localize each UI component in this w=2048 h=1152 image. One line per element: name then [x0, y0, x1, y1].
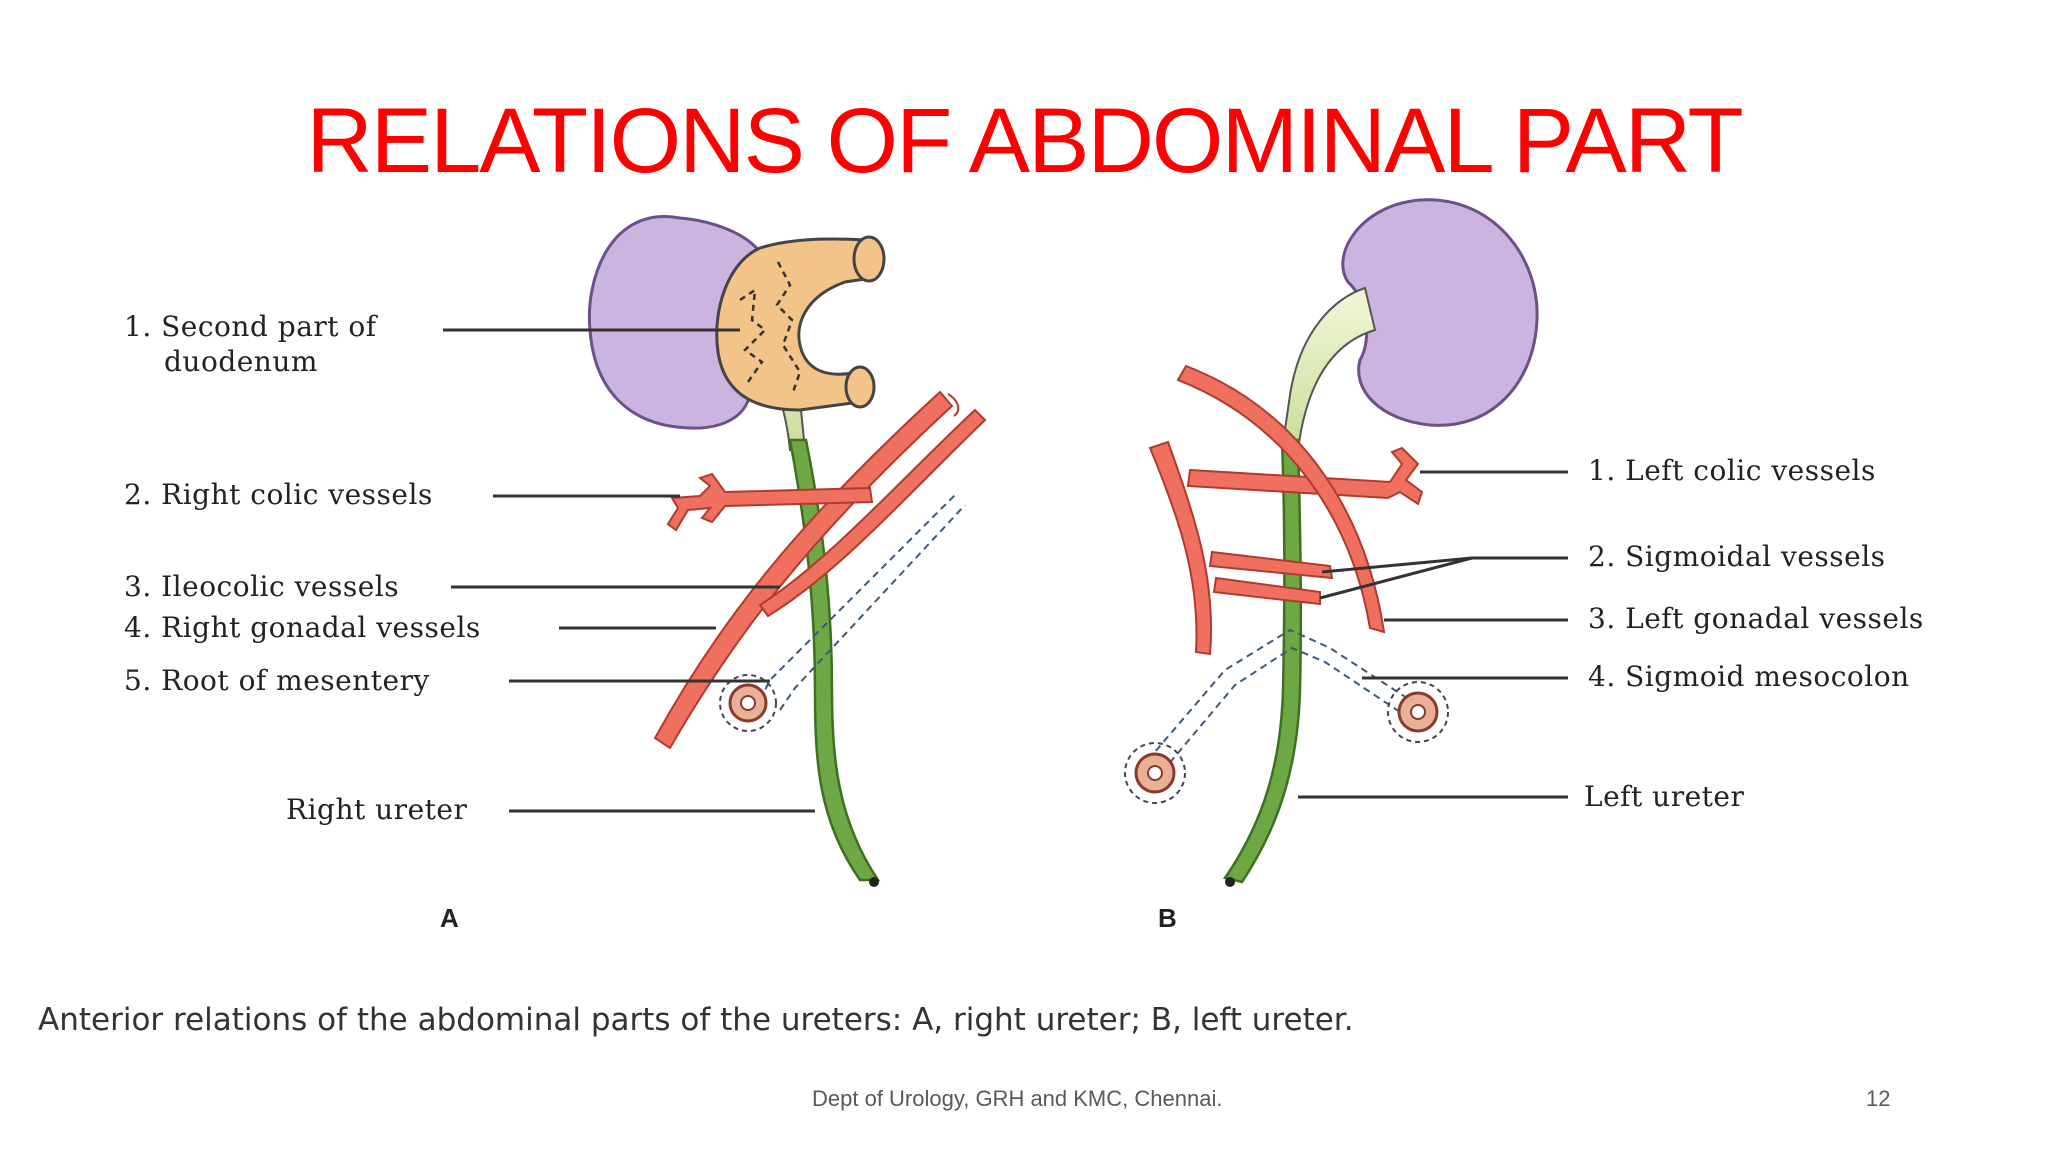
label-left-colic-vessels: 1. Left colic vessels — [1588, 454, 1876, 487]
left-kidney-icon — [1341, 198, 1539, 427]
left-colic-vessels-icon — [1186, 446, 1424, 506]
sigmoidal-vessels-icon — [1208, 550, 1334, 606]
duodenum-icon — [715, 235, 886, 412]
ileocolic-vessels-icon — [758, 408, 987, 618]
footer-text: Dept of Urology, GRH and KMC, Chennai. — [812, 1086, 1223, 1111]
label-right-gonadal-vessels: 4. Right gonadal vessels — [124, 611, 481, 644]
panel-b — [1124, 198, 1568, 887]
slide-title: RELATIONS OF ABDOMINAL PART — [306, 90, 1743, 192]
right-colic-vessels-icon — [666, 472, 874, 532]
panel-b-letter: B — [1158, 903, 1177, 933]
label-sigmoidal-vessels: 2. Sigmoidal vessels — [1588, 540, 1886, 573]
panel-a-letter: A — [440, 903, 459, 933]
right-gonadal-vessels-icon — [653, 390, 954, 750]
panel-a — [443, 215, 987, 887]
label-right-colic-vessels: 2. Right colic vessels — [124, 478, 433, 511]
left-ureter-icon — [1222, 438, 1303, 884]
left-gonadal-vessels-icon — [1176, 364, 1386, 634]
label-duodenum: duodenum — [164, 345, 318, 378]
label-left-ureter: Left ureter — [1584, 780, 1745, 813]
figure-caption: Anterior relations of the abdominal part… — [38, 1002, 1354, 1038]
mesenteric-vessel-ring-icon — [719, 674, 777, 732]
panel-b-leader-lines — [1298, 470, 1568, 799]
panel-a-leader-lines — [443, 328, 815, 813]
sigmoid-vessel-ring-right-icon — [1387, 681, 1449, 743]
label-ileocolic-vessels: 3. Ileocolic vessels — [124, 570, 400, 603]
left-descending-vessel-icon — [1148, 440, 1213, 656]
label-second-part-of-duodenum: 1. Second part of — [124, 310, 377, 343]
label-left-gonadal-vessels: 3. Left gonadal vessels — [1588, 602, 1924, 635]
page-number: 12 — [1866, 1086, 1891, 1111]
label-root-of-mesentery: 5. Root of mesentery — [124, 664, 430, 697]
sigmoid-vessel-ring-icon — [1124, 742, 1186, 804]
sigmoid-mesocolon-icon — [1147, 628, 1411, 773]
label-right-ureter: Right ureter — [286, 793, 468, 826]
label-sigmoid-mesocolon: 4. Sigmoid mesocolon — [1588, 660, 1910, 693]
root-of-mesentery-icon — [759, 494, 966, 711]
